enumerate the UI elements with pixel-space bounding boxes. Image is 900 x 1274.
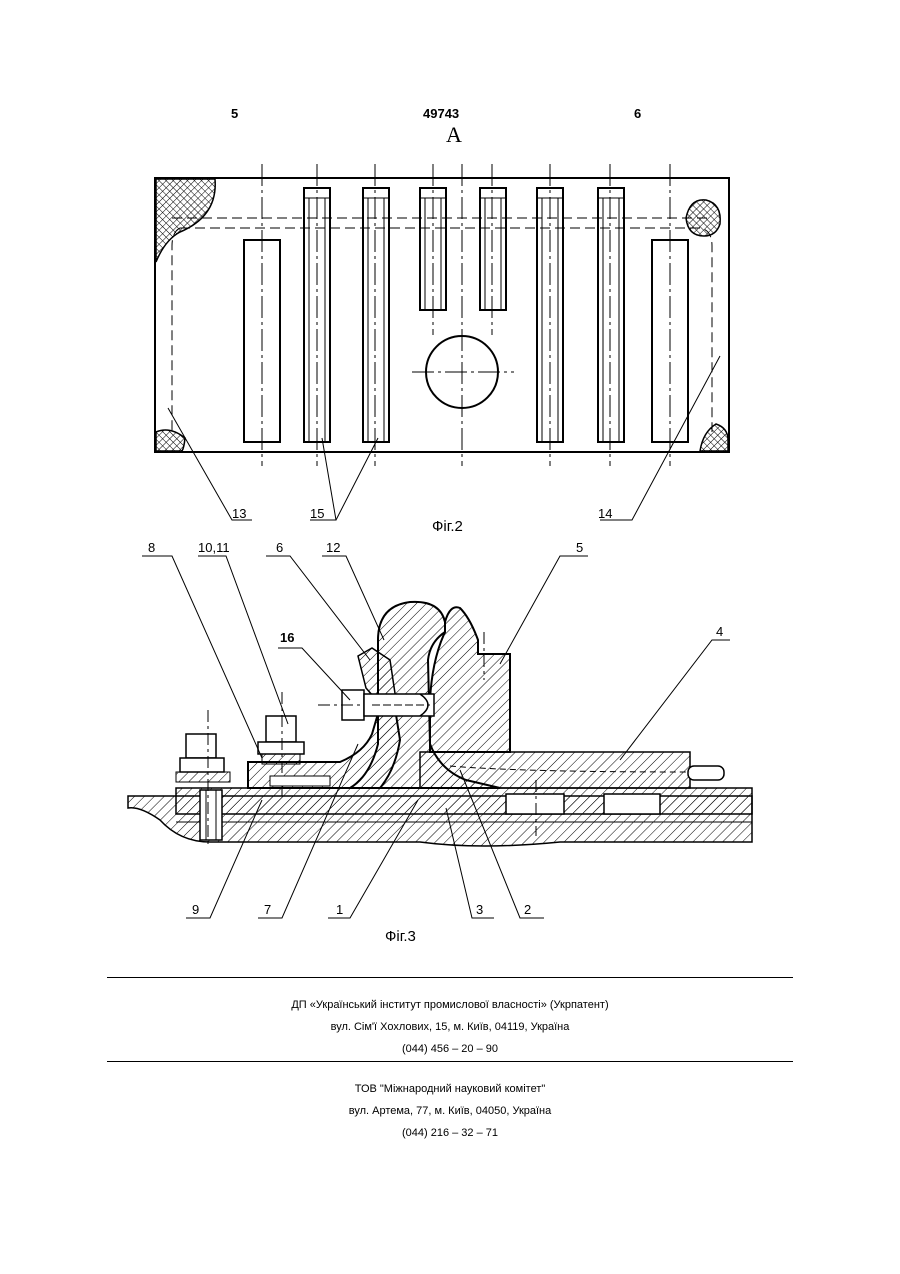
fig3-anchor-bolt <box>200 790 222 840</box>
fig2-dashed-inner <box>172 218 712 432</box>
publisher-name: ДП «Український інститут промислової вла… <box>0 994 900 1016</box>
fig3-washer <box>262 754 300 764</box>
printer-name: ТОВ "Міжнародний науковий комітет" <box>0 1078 900 1100</box>
footer-divider-top <box>107 977 793 978</box>
fig3-nut-lower <box>258 742 304 754</box>
fig2-slot-7 <box>598 188 624 442</box>
fig2-corner-pad-br <box>700 424 728 451</box>
fig3-callout-3: 3 <box>476 902 483 917</box>
fig2-slot-3 <box>363 188 389 442</box>
fig3-callout-1: 1 <box>336 902 343 917</box>
fig3-nut-upper <box>266 716 296 742</box>
publisher-address: вул. Сім'ї Хохлових, 15, м. Київ, 04119,… <box>0 1016 900 1038</box>
fig3-callout-6: 6 <box>276 540 283 555</box>
footer-publisher: ДП «Український інститут промислової вла… <box>0 994 900 1060</box>
fig3-callout-7: 7 <box>264 902 271 917</box>
fig2-plate-outline <box>155 178 729 452</box>
fig3-callout-10-11: 10,11 <box>198 540 230 555</box>
footer-divider-bottom <box>107 1061 793 1062</box>
fig3-rod-end <box>688 766 724 780</box>
printer-address: вул. Артема, 77, м. Київ, 04050, Україна <box>0 1100 900 1122</box>
fig3-base-opening-2 <box>604 794 660 814</box>
fig3-fastener-head <box>186 734 216 758</box>
fig2-drawing <box>155 164 729 520</box>
fig3-callout-5: 5 <box>576 540 583 555</box>
printer-phone: (044) 216 – 32 – 71 <box>0 1122 900 1144</box>
fig2-slot-5 <box>480 188 506 310</box>
fig3-fastener-base <box>180 758 224 772</box>
fig3-drawing <box>128 556 752 918</box>
fig3-dowel <box>270 776 330 786</box>
fig3-callout-16: 16 <box>280 630 294 645</box>
fig2-corner-pad-tl <box>156 179 215 262</box>
fig3-callout-4: 4 <box>716 624 723 639</box>
footer-printer: ТОВ "Міжнародний науковий комітет" вул. … <box>0 1078 900 1144</box>
fig3-fastener-washer <box>176 772 230 782</box>
fig2-corner-pad-bl <box>156 430 185 451</box>
fig3-callout-9: 9 <box>192 902 199 917</box>
fig2-callout-15: 15 <box>310 506 324 521</box>
fig3-caption: Фіг.3 <box>385 928 416 945</box>
fig2-callout-14: 14 <box>598 506 612 521</box>
fig3-pad-layer <box>176 788 752 814</box>
fig2-caption: Фіг.2 <box>432 518 463 535</box>
fig3-callout-12: 12 <box>326 540 340 555</box>
fig2-callout-13: 13 <box>232 506 246 521</box>
fig3-base-opening-1 <box>506 794 564 814</box>
fig3-callout-8: 8 <box>148 540 155 555</box>
publisher-phone: (044) 456 – 20 – 90 <box>0 1038 900 1060</box>
fig3-callout-2: 2 <box>524 902 531 917</box>
